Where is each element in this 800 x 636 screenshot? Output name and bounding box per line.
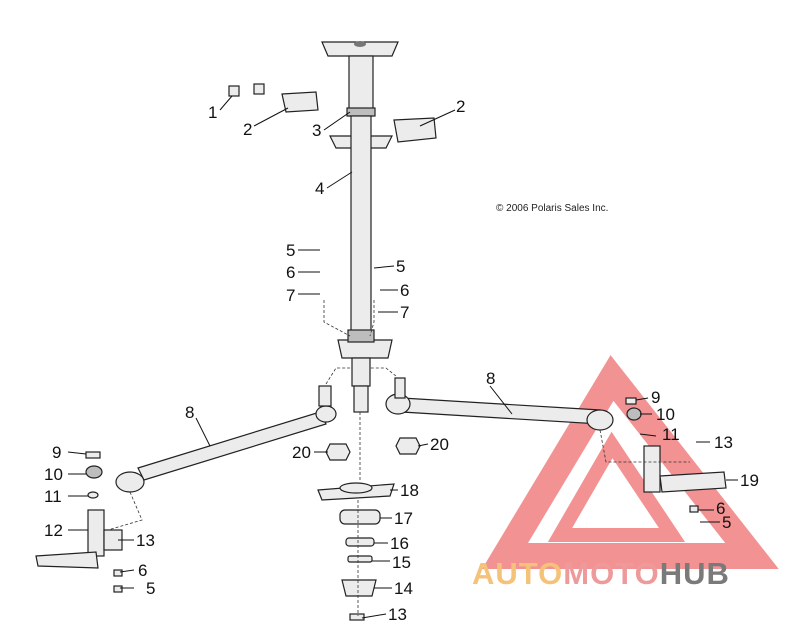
clamp-parts bbox=[228, 83, 437, 143]
callout-13b: 13 bbox=[388, 605, 407, 624]
callout-10b: 10 bbox=[656, 405, 675, 424]
callout-5a: 5 bbox=[286, 241, 295, 260]
tie-rod-right bbox=[401, 397, 601, 425]
washer-11-left bbox=[87, 491, 99, 499]
right-spindle-group bbox=[625, 397, 727, 513]
ball-joint-right bbox=[394, 377, 406, 399]
watermark-auto: AUTO bbox=[472, 556, 563, 591]
tie-rod-end-left bbox=[115, 471, 145, 493]
callout-8a: 8 bbox=[185, 403, 194, 422]
bearing-17 bbox=[339, 509, 381, 525]
nuts-20 bbox=[325, 437, 421, 461]
watermark-logo bbox=[482, 355, 779, 569]
callout-10a: 10 bbox=[44, 465, 63, 484]
nut-6-left bbox=[113, 569, 123, 577]
callout-4: 4 bbox=[315, 179, 324, 198]
watermark-text: AUTOMOTOHUB bbox=[472, 556, 730, 591]
shaft-splined-end bbox=[353, 385, 369, 413]
seal-15 bbox=[347, 555, 373, 563]
column-upper-tube bbox=[348, 55, 374, 117]
bearing-stack bbox=[317, 482, 395, 621]
nut-20-left bbox=[325, 443, 351, 461]
callout-2a: 2 bbox=[243, 120, 252, 139]
svg-text:AUTOMOTOHUB: AUTOMOTOHUB bbox=[472, 556, 730, 591]
callout-5c: 5 bbox=[146, 579, 155, 598]
steering-top-plate bbox=[321, 41, 399, 57]
callout-6c: 6 bbox=[138, 561, 147, 580]
callout-19: 19 bbox=[740, 471, 759, 490]
nut-6-right bbox=[689, 505, 699, 513]
callout-3: 3 bbox=[312, 121, 321, 140]
tie-rod-inner-left bbox=[315, 405, 337, 423]
leader-lines bbox=[67, 95, 738, 619]
pitman-plate bbox=[337, 339, 393, 359]
callout-15: 15 bbox=[392, 553, 411, 572]
nut-10-left bbox=[85, 465, 103, 479]
callout-11b: 11 bbox=[662, 425, 680, 444]
callout-13c: 13 bbox=[714, 433, 733, 452]
plate-hole bbox=[354, 41, 366, 47]
pin-9-right bbox=[625, 397, 637, 405]
callout-labels: 1 2 2 3 4 5 6 7 5 6 7 8 8 9 10 11 12 13 … bbox=[44, 97, 759, 624]
gear-14 bbox=[341, 579, 377, 597]
spindle-19 bbox=[643, 445, 661, 493]
copyright-text: © 2006 Polaris Sales Inc. bbox=[496, 203, 608, 214]
callout-17: 17 bbox=[394, 509, 413, 528]
washer-16 bbox=[345, 537, 375, 547]
spindle-axle bbox=[35, 551, 99, 569]
spindle-axle-right bbox=[659, 471, 727, 493]
callout-8b: 8 bbox=[486, 369, 495, 388]
callout-13a: 13 bbox=[136, 531, 155, 550]
nut-10-right bbox=[626, 407, 642, 421]
callout-5b: 5 bbox=[396, 257, 405, 276]
bolt-1b bbox=[253, 83, 265, 95]
callout-9a: 9 bbox=[52, 443, 61, 462]
assembly-lines bbox=[107, 300, 690, 616]
shaft-coupler bbox=[347, 329, 375, 343]
callout-18: 18 bbox=[400, 481, 419, 500]
bolt-1a bbox=[228, 85, 240, 97]
tie-rods bbox=[115, 377, 614, 493]
clamp-left bbox=[281, 91, 319, 113]
callout-2b: 2 bbox=[456, 97, 465, 116]
callout-14: 14 bbox=[394, 579, 413, 598]
callout-12: 12 bbox=[44, 521, 63, 540]
callout-16: 16 bbox=[390, 534, 409, 553]
left-spindle-group bbox=[35, 451, 123, 593]
plate-hub bbox=[339, 482, 373, 494]
steering-shaft bbox=[350, 115, 372, 337]
steering-column bbox=[321, 41, 399, 413]
ball-joint-left bbox=[318, 385, 332, 407]
callout-9b: 9 bbox=[651, 388, 660, 407]
pin-9-left bbox=[85, 451, 101, 459]
pin-13 bbox=[349, 613, 365, 621]
spindle-12 bbox=[87, 509, 105, 557]
callout-6d: 6 bbox=[716, 499, 725, 518]
callout-7a: 7 bbox=[286, 286, 295, 305]
tie-rod-end-right bbox=[586, 409, 614, 431]
callout-7b: 7 bbox=[400, 303, 409, 322]
callout-1: 1 bbox=[208, 103, 217, 122]
callout-5d: 5 bbox=[722, 513, 731, 532]
lower-shaft bbox=[351, 357, 371, 387]
pin-5-left bbox=[113, 585, 123, 593]
watermark-moto: MOTO bbox=[563, 556, 659, 591]
callout-20a: 20 bbox=[292, 443, 311, 462]
nut-20-right bbox=[395, 437, 421, 455]
column-collar bbox=[346, 107, 376, 117]
callout-20b: 20 bbox=[430, 435, 449, 454]
callout-6a: 6 bbox=[286, 263, 295, 282]
watermark-hub: HUB bbox=[660, 556, 730, 591]
callout-11a: 11 bbox=[44, 487, 62, 506]
callout-6b: 6 bbox=[400, 281, 409, 300]
